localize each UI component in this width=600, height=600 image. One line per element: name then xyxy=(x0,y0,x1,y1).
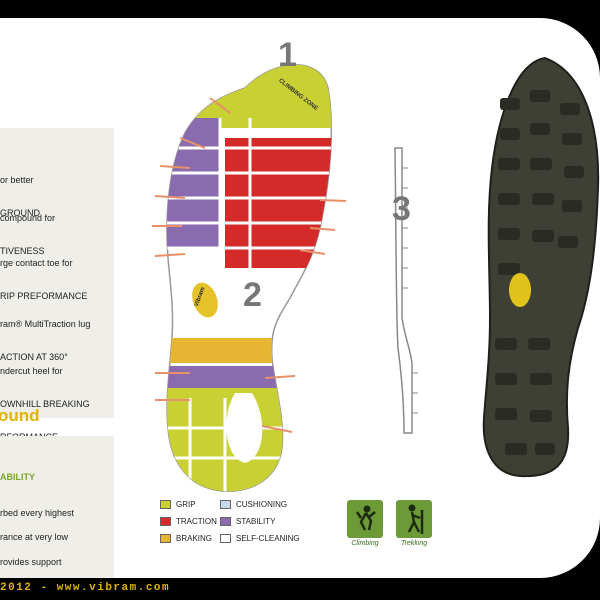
legend-self-cleaning: SELF-CLEANING xyxy=(220,533,300,544)
heel-stability-zone xyxy=(166,366,280,388)
legend-cushioning: CUSHIONING xyxy=(220,499,287,510)
footer-bar: 2012 - www.vibram.com xyxy=(0,578,600,600)
feature-2-line2: TIVENESS xyxy=(0,246,45,256)
sole-diagram xyxy=(152,56,600,492)
stability-swatch xyxy=(220,517,231,526)
feature-3: rge contact toe for RIP PREFORMANCE xyxy=(0,236,87,324)
top-bar xyxy=(0,0,600,18)
feature-1-line2: GROUND xyxy=(0,208,40,218)
climbing-icon xyxy=(347,500,383,538)
climbing-label: Climbing xyxy=(351,540,379,547)
legend-grip-label: GRIP xyxy=(176,500,196,509)
feature-5-line2: OWNHILL BREAKING xyxy=(0,399,90,409)
traction-zone xyxy=(225,138,332,268)
legend-self-cleaning-label: SELF-CLEANING xyxy=(236,534,300,543)
feature-1-line1: or better xyxy=(0,175,34,185)
trekking-icon xyxy=(396,500,432,538)
heel-cutout xyxy=(226,393,263,463)
legend-braking-label: BRAKING xyxy=(176,534,213,543)
feature-4-line1: ram® MultiTraction lug xyxy=(0,319,91,329)
feature-3-line2: RIP PREFORMANCE xyxy=(0,291,88,301)
compound-item-2: rance at very low xyxy=(0,532,69,542)
braking-swatch xyxy=(160,534,171,543)
feature-4-line2: ACTION AT 360° xyxy=(0,352,68,362)
cushioning-swatch xyxy=(220,500,231,509)
compound-item-3: rovides support xyxy=(0,557,62,567)
zone-number-3: 3 xyxy=(392,190,411,228)
feature-3-line1: rge contact toe for xyxy=(0,258,73,268)
traction-swatch xyxy=(160,517,171,526)
stability-zone xyxy=(166,118,220,248)
self-cleaning-swatch xyxy=(220,534,231,543)
braking-zone xyxy=(166,338,280,363)
feature-2: compound for TIVENESS xyxy=(0,191,55,279)
direction-arrows xyxy=(152,97,347,433)
features-panel: or better GROUND compound for TIVENESS r… xyxy=(0,128,114,442)
legend-stability-label: STABILITY xyxy=(236,517,276,526)
legend-traction: TRACTION xyxy=(160,516,217,527)
footer-text[interactable]: 2012 - www.vibram.com xyxy=(0,582,171,594)
side-profile xyxy=(394,147,413,434)
vibram-badge-photo xyxy=(509,273,531,307)
grip-swatch xyxy=(160,500,171,509)
feature-1: or better GROUND xyxy=(0,153,40,241)
legend-traction-label: TRACTION xyxy=(176,517,217,526)
trekking-label: Trekking xyxy=(400,540,428,547)
legend-braking: BRAKING xyxy=(160,533,212,544)
hiker-figure-icon xyxy=(407,504,424,534)
sole-technology-page: or better GROUND compound for TIVENESS r… xyxy=(0,18,600,578)
feature-5-line1: ndercut heel for xyxy=(0,366,63,376)
grip-toe-zone xyxy=(166,64,332,128)
compound-subtitle: ABILITY xyxy=(0,472,35,482)
legend-cushioning-label: CUSHIONING xyxy=(236,500,288,509)
feature-4: ram® MultiTraction lug ACTION AT 360° xyxy=(0,297,90,385)
zone-number-1: 1 xyxy=(278,36,297,74)
compound-item-1: rbed every highest xyxy=(0,508,75,518)
vibram-logo xyxy=(192,282,218,318)
legend-stability: STABILITY xyxy=(220,516,275,527)
legend-grip: GRIP xyxy=(160,499,196,510)
zone-number-2: 2 xyxy=(243,276,262,314)
compound-title: ound xyxy=(0,406,40,425)
climber-figure-icon xyxy=(355,505,376,531)
feature-2-line1: compound for xyxy=(0,213,56,223)
compound-panel: ABILITY rbed every highest rance at very… xyxy=(0,436,114,578)
